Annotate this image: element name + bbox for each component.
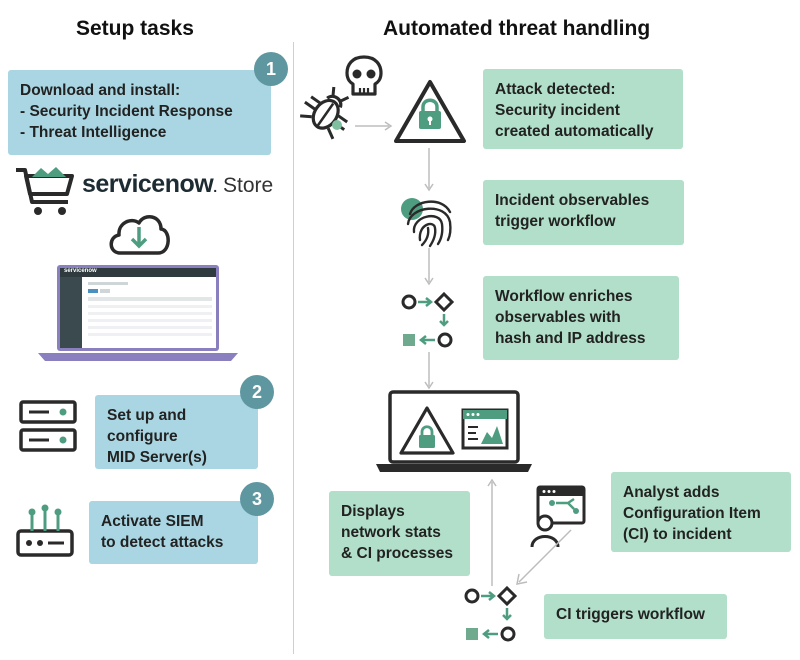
step-1-badge: 1 (254, 52, 288, 86)
skull-icon (345, 55, 383, 96)
ci-triggers-line: CI triggers workflow (556, 606, 705, 623)
store-label-text: Store (223, 174, 274, 197)
monitor-icon (376, 390, 532, 472)
workflow-to-monitor-arrow (424, 352, 434, 390)
laptop-brand-text: servicenow (64, 268, 97, 274)
displays-line: network stats (341, 524, 441, 541)
step-3-badge: 3 (240, 482, 274, 516)
step-3-line: Activate SIEM (101, 513, 204, 530)
displays-line: Displays (341, 503, 405, 520)
store-brand-text: servicenow (82, 170, 214, 198)
automated-threat-handling-heading: Automated threat handling (383, 17, 651, 40)
column-divider (293, 42, 294, 654)
step-2-line: MID Server(s) (107, 449, 207, 466)
fingerprint-to-workflow-arrow (424, 248, 434, 286)
analyst-line: Analyst adds (623, 484, 720, 501)
step-1-box: Download and install: - Security Inciden… (8, 70, 271, 155)
workflow-icon (464, 585, 518, 642)
step-3-box: Activate SIEM to detect attacks (89, 501, 258, 564)
workflow-enriches-line: Workflow enriches (495, 288, 633, 305)
ci-workflow-to-monitor-arrow (487, 478, 497, 586)
workflow-enriches-line: hash and IP address (495, 330, 646, 347)
analyst-box: Analyst adds Configuration Item (CI) to … (611, 472, 791, 552)
setup-tasks-heading: Setup tasks (76, 17, 194, 40)
displays-line: & CI processes (341, 545, 453, 562)
analyst-icon (530, 485, 586, 548)
laptop-icon (38, 265, 238, 361)
workflow-icon (401, 291, 455, 348)
router-icon (16, 504, 74, 557)
step-2-badge: 2 (240, 375, 274, 409)
attack-detected-line: created automatically (495, 123, 654, 140)
step-1-line: Download and install: (20, 82, 181, 99)
fingerprint-icon (401, 198, 452, 248)
cart-icon (16, 167, 74, 215)
step-2-line: configure (107, 428, 178, 445)
step-1-line: - Security Incident Response (20, 103, 233, 120)
step-3-line: to detect attacks (101, 534, 224, 551)
displays-box: Displays network stats & CI processes (329, 491, 470, 576)
workflow-enriches-line: observables with (495, 309, 621, 326)
ci-triggers-box: CI triggers workflow (544, 594, 727, 639)
step-2-line: Set up and (107, 407, 187, 424)
bug-to-alert-arrow (355, 121, 393, 131)
incident-observables-box: Incident observables trigger workflow (483, 180, 684, 245)
attack-detected-line: Attack detected: (495, 81, 616, 98)
incident-observables-line: Incident observables (495, 192, 650, 209)
analyst-line: Configuration Item (623, 505, 761, 522)
servicenow-store-logo: servicenow. Store (82, 170, 274, 198)
step-2-box: Set up and configure MID Server(s) (95, 395, 258, 469)
bug-icon (300, 86, 350, 140)
incident-observables-line: trigger workflow (495, 213, 616, 230)
analyst-to-ci-workflow-arrow (516, 529, 572, 585)
server-icon (19, 400, 77, 452)
attack-detected-box: Attack detected: Security incident creat… (483, 69, 683, 149)
attack-detected-line: Security incident (495, 102, 620, 119)
workflow-enriches-box: Workflow enriches observables with hash … (483, 276, 679, 360)
step-1-line: - Threat Intelligence (20, 124, 167, 141)
analyst-line: (CI) to incident (623, 526, 732, 543)
cloud-download-icon (109, 215, 170, 255)
alert-to-fingerprint-arrow (424, 148, 434, 192)
warning-lock-icon (394, 80, 466, 143)
